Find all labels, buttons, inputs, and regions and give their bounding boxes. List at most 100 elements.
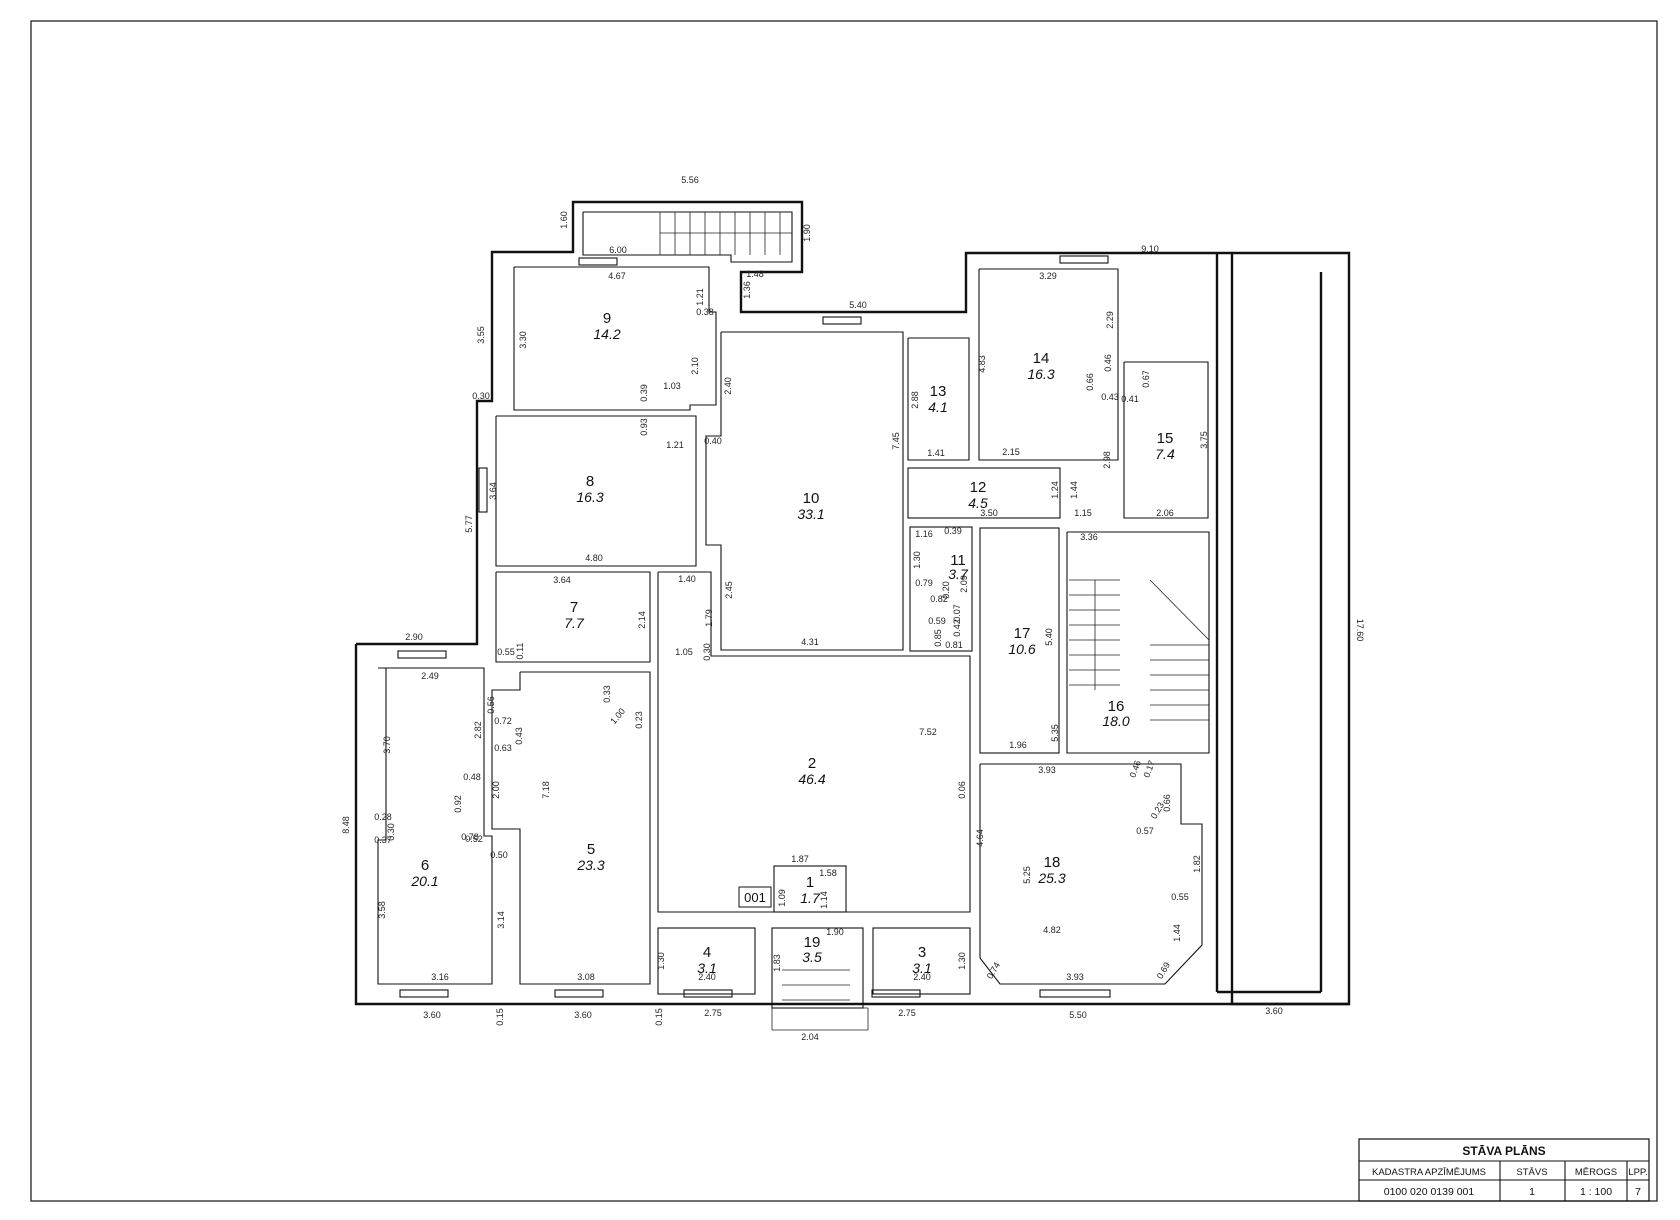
dimension-label: 2.04	[801, 1032, 819, 1042]
room-10-number: 10	[803, 490, 820, 507]
dimension-label: 3.70	[382, 736, 392, 754]
dimension-label: 0.39	[639, 384, 649, 402]
dimension-label: 0.39	[944, 526, 962, 536]
dimension-label: 0.72	[494, 716, 512, 726]
dimension-label: 2.15	[1002, 447, 1020, 457]
room-9-number: 9	[603, 310, 611, 327]
room-10-area: 33.1	[797, 506, 824, 522]
room-18-number: 18	[1044, 854, 1061, 871]
dimension-label: 1.41	[927, 448, 945, 458]
dimension-label: 0.56	[486, 696, 496, 714]
dimension-label: 0.55	[497, 647, 515, 657]
dimension-label: 1.00	[608, 706, 627, 726]
dimension-label: 2.90	[405, 632, 423, 642]
title-block-header-page: LPP.	[1628, 1167, 1647, 1178]
room-19-number: 19	[804, 934, 821, 951]
dimension-label: 0.79	[915, 578, 933, 588]
dimension-label: 5.40	[1044, 628, 1054, 646]
dimension-label: 0.93	[639, 418, 649, 436]
dimension-label: 0.52	[465, 834, 483, 844]
dimension-label: 0.66	[1085, 373, 1095, 391]
dimension-label: 4.31	[801, 637, 819, 647]
dimension-label: 3.50	[980, 508, 998, 518]
title-block-title: STĀVA PLĀNS	[1462, 1144, 1545, 1158]
dimension-label: 0.42	[952, 619, 962, 637]
group-label-box	[738, 886, 772, 908]
dimension-label: 2.45	[724, 581, 734, 599]
dimension-label: 2.75	[898, 1008, 916, 1018]
room-8-number: 8	[586, 473, 594, 490]
dimension-label: 1.36	[742, 281, 752, 299]
room-6-number: 6	[421, 857, 429, 874]
dimension-label: 2.40	[698, 972, 716, 982]
dimension-label: 0.57	[1136, 826, 1154, 836]
dimension-label: 3.75	[1199, 431, 1209, 449]
dimension-label: 5.35	[1050, 724, 1060, 742]
dimension-label: 0.48	[463, 772, 481, 782]
dimension-label: 1.21	[666, 440, 684, 450]
dimension-label: 4.67	[608, 271, 626, 281]
dimension-label: 0.40	[704, 436, 722, 446]
room-17-number: 17	[1014, 625, 1031, 642]
dimension-label: 3.93	[1066, 972, 1084, 982]
dimension-label: 1.58	[819, 868, 837, 878]
dimension-label: 1.03	[663, 381, 681, 391]
room-6-area: 20.1	[410, 873, 438, 889]
room-2-area: 46.4	[798, 771, 825, 787]
dimension-label: 0.30	[472, 391, 490, 401]
dimension-label: 0.20	[941, 581, 951, 599]
dimension-label: 3.30	[518, 331, 528, 349]
room-1-number: 1	[806, 874, 814, 891]
dimension-label: 4.83	[977, 355, 987, 373]
dimension-label: 1.82	[1192, 855, 1202, 873]
room-5-area: 23.3	[576, 857, 604, 873]
dimension-label: 3.64	[553, 575, 571, 585]
room-7-area: 7.7	[564, 615, 585, 631]
dimension-label: 2.49	[421, 671, 439, 681]
dimension-label: 0.07	[952, 604, 962, 622]
dimension-label: 1.96	[1009, 740, 1027, 750]
dimension-label: 1.60	[559, 211, 569, 229]
room-4-number: 4	[703, 944, 711, 961]
dimension-label: 3.93	[1038, 765, 1056, 775]
dimension-label: 4.82	[1043, 925, 1061, 935]
dimension-label: 8.48	[341, 816, 351, 834]
dimension-label: 1.90	[826, 927, 844, 937]
dimension-label: 7.52	[919, 727, 937, 737]
dimension-label: 1.30	[957, 952, 967, 970]
dimension-label: 5.56	[681, 175, 699, 185]
room-labels: 1 1.7 2 46.4 3 3.1 4 3.1 5 23.3 6 20.1 7…	[410, 310, 1175, 976]
dimension-label: 0.74	[985, 960, 1002, 980]
room-5-number: 5	[587, 841, 595, 858]
dimension-label: 0.41	[1121, 394, 1139, 404]
dimension-labels: 5.56 1.60 1.90 6.00 4.67 1.48 1.36 3.55 …	[341, 175, 1365, 1042]
dimension-label: 1.09	[777, 889, 787, 907]
room-12-area: 4.5	[968, 495, 988, 511]
stairs	[659, 212, 1210, 1031]
room-13-area: 4.1	[928, 399, 947, 415]
title-block-floor-value: 1	[1529, 1186, 1535, 1198]
dimension-label: 1.40	[678, 574, 696, 584]
title-block-header-cadastre: KADASTRA APZĪMĒJUMS	[1372, 1167, 1486, 1178]
dimension-label: 0.63	[494, 743, 512, 753]
dimension-label: 1.48	[746, 269, 764, 279]
dimension-label: 1.30	[656, 952, 666, 970]
dimension-label: 0.81	[945, 640, 963, 650]
dimension-label: 0.46	[1103, 354, 1113, 372]
room-14-area: 16.3	[1027, 366, 1054, 382]
dimension-label: 17.60	[1355, 619, 1365, 642]
dimension-label: 3.36	[1080, 532, 1098, 542]
dimension-label: 2.40	[913, 972, 931, 982]
dimension-label: 0.43	[1101, 392, 1119, 402]
dimension-label: 0.85	[933, 629, 943, 647]
title-block: STĀVA PLĀNS KADASTRA APZĪMĒJUMS STĀVS MĒ…	[1358, 1138, 1650, 1202]
dimension-label: 0.17	[1141, 759, 1156, 779]
room-11-area: 3.7	[948, 566, 969, 582]
room-4-area: 3.1	[697, 960, 716, 976]
dimension-label: 0.66	[1162, 794, 1172, 812]
dimension-label: 5.40	[849, 300, 867, 310]
room-3-area: 3.1	[912, 960, 931, 976]
dimension-label: 0.55	[1171, 892, 1189, 902]
room-13-number: 13	[930, 383, 947, 400]
dimension-label: 2.09	[959, 575, 969, 593]
